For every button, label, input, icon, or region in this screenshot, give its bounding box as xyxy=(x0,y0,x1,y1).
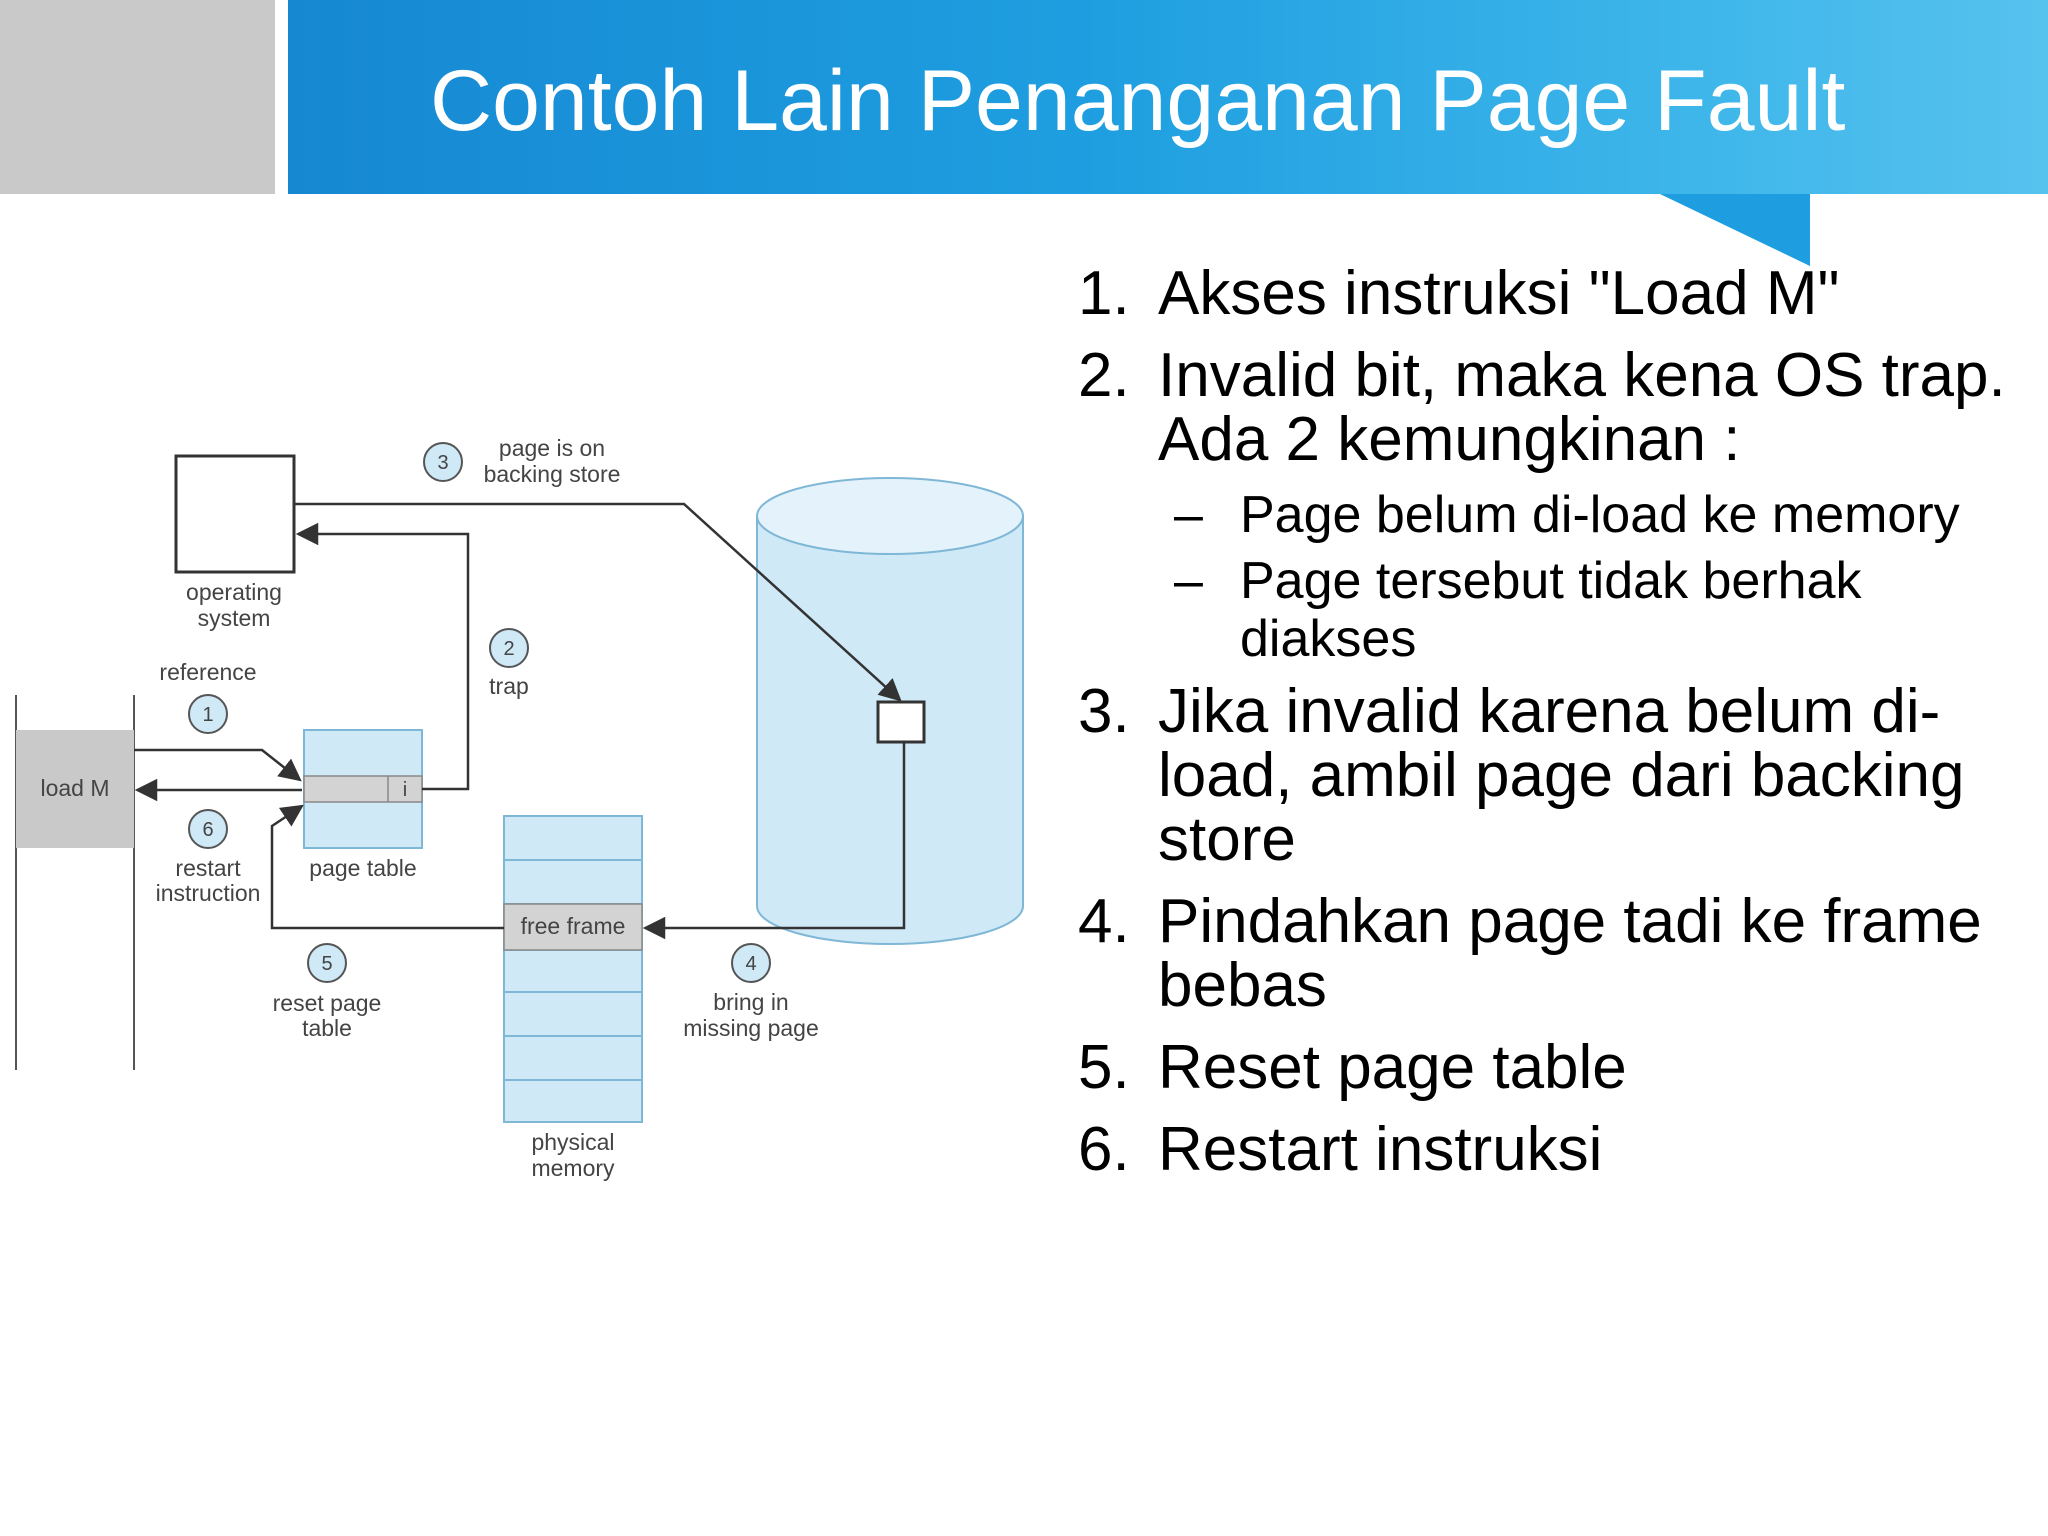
page-fault-diagram: load M operating system i page table fre… xyxy=(15,435,1024,1181)
svg-text:3: 3 xyxy=(437,452,448,474)
header-band xyxy=(288,0,2048,194)
step-circle-5: 5 xyxy=(307,943,347,983)
step-item-1: 1. Akses instruksi "Load M" xyxy=(1078,262,2028,326)
sub-dash: – xyxy=(1174,552,1203,610)
operating-system-box xyxy=(174,454,296,574)
physical-memory xyxy=(503,815,643,1123)
step-item-2: 2. Invalid bit, maka kena OS trap. Ada 2… xyxy=(1078,344,2028,472)
sub-text: Page tersebut tidak berhak diakses xyxy=(1240,552,1862,668)
step-item-4: 4. Pindahkan page tadi ke frame bebas xyxy=(1078,890,2028,1018)
step-list: 1. Akses instruksi "Load M" 2. Invalid b… xyxy=(1078,262,2028,1200)
arrow-reset-page-table xyxy=(270,804,504,930)
missing-page-box xyxy=(876,700,926,744)
label-reset-line2: table xyxy=(302,1015,352,1041)
svg-text:2: 2 xyxy=(503,638,514,660)
svg-text:5: 5 xyxy=(321,953,332,975)
step-number: 2. xyxy=(1078,341,1130,410)
sub-item-2: – Page tersebut tidak berhak diakses xyxy=(1174,552,2028,668)
step-text: Jika invalid karena belum di-load, ambil… xyxy=(1158,677,1965,874)
step-circle-2: 2 xyxy=(489,628,529,668)
svg-text:1: 1 xyxy=(202,704,213,726)
slide-title: Contoh Lain Penanganan Page Fault xyxy=(430,53,1846,149)
load-m-label: load M xyxy=(40,775,109,801)
sub-item-1: – Page belum di-load ke memory xyxy=(1174,486,2028,544)
step-item-5: 5. Reset page table xyxy=(1078,1036,2028,1100)
header-tab-shape xyxy=(1660,194,1810,266)
label-trap: trap xyxy=(489,673,529,699)
free-frame-label: free frame xyxy=(521,913,626,939)
free-frame xyxy=(503,903,643,951)
physical-memory-label-line2: memory xyxy=(531,1155,615,1181)
invalid-bit-label: i xyxy=(403,779,407,801)
step-item-3: 3. Jika invalid karena belum di-load, am… xyxy=(1078,680,2028,872)
arrow-trap xyxy=(295,522,470,791)
step-text: Invalid bit, maka kena OS trap. Ada 2 ke… xyxy=(1158,341,2006,474)
page-table-label: page table xyxy=(309,855,416,881)
step-text: Reset page table xyxy=(1158,1033,1627,1102)
step-number: 1. xyxy=(1078,259,1130,328)
sub-text: Page belum di-load ke memory xyxy=(1240,486,1960,544)
step-circle-6: 6 xyxy=(188,809,228,849)
label-reference: reference xyxy=(159,659,256,685)
label-page-on-line2: backing store xyxy=(484,461,621,487)
step-text: Akses instruksi "Load M" xyxy=(1158,259,1840,328)
label-reset-line1: reset page xyxy=(273,990,382,1016)
step-circle-4: 4 xyxy=(731,943,771,983)
step-text: Restart instruksi xyxy=(1158,1115,1603,1184)
label-bring-line2: missing page xyxy=(683,1015,819,1041)
label-page-on-line1: page is on xyxy=(499,435,605,461)
physical-memory-label-line1: physical xyxy=(531,1129,614,1155)
arrow-page-on-backing-store xyxy=(294,502,902,702)
os-label-line1: operating xyxy=(186,579,282,605)
step-number: 4. xyxy=(1078,887,1130,956)
os-label-line2: system xyxy=(198,605,271,631)
label-bring-line1: bring in xyxy=(713,989,788,1015)
step-text: Pindahkan page tadi ke frame bebas xyxy=(1158,887,1982,1020)
step-number: 5. xyxy=(1078,1033,1130,1102)
load-m-box xyxy=(16,730,134,848)
arrow-reference xyxy=(134,748,302,782)
step-circle-1: 1 xyxy=(188,694,228,734)
step-item-6: 6. Restart instruksi xyxy=(1078,1118,2028,1182)
header-gray-block xyxy=(0,0,275,194)
step-circle-3: 3 xyxy=(423,442,463,482)
label-restart-line1: restart xyxy=(175,855,241,881)
step-number: 6. xyxy=(1078,1115,1130,1184)
step-number: 3. xyxy=(1078,677,1130,746)
label-restart-line2: instruction xyxy=(156,880,261,906)
sub-dash: – xyxy=(1174,486,1203,544)
svg-text:4: 4 xyxy=(745,953,756,975)
arrow-bring-in xyxy=(642,742,906,940)
svg-text:6: 6 xyxy=(202,819,213,841)
